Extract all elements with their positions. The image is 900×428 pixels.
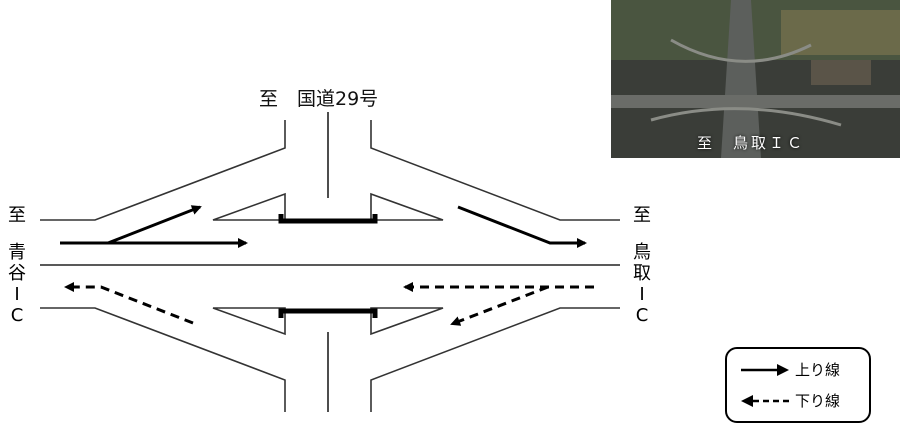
island-se <box>370 307 444 336</box>
legend-up-line-label: 上り線 <box>795 361 841 379</box>
west-to-label: 至 <box>8 205 26 226</box>
island-nw <box>212 192 286 221</box>
main-road-south-edge <box>40 307 286 412</box>
west-char-3: I <box>14 284 20 305</box>
east-char-1: 鳥 <box>633 242 651 263</box>
aerial-photo-drawing <box>611 0 900 158</box>
photo-caption: 至 鳥取ＩＣ <box>697 134 806 152</box>
north-destination-label: 至 国道29号 <box>259 88 379 110</box>
west-destination-label: 青 谷 I C <box>6 242 28 326</box>
down-line-west-arrow <box>64 282 194 325</box>
bridge-north <box>278 214 378 224</box>
island-ne <box>370 192 444 221</box>
solid-arrow-icon <box>741 364 789 376</box>
legend-up-line: 上り線 <box>739 359 865 381</box>
dashed-arrow-icon <box>741 395 789 407</box>
island-sw <box>212 307 286 336</box>
main-road-north-edge <box>40 120 286 221</box>
up-line-ramp-arrow <box>107 205 202 245</box>
down-line-ramp-arrow <box>450 285 549 326</box>
bridge-south <box>278 308 378 318</box>
legend: 上り線 下り線 <box>725 347 871 423</box>
east-to-label: 至 <box>633 205 651 226</box>
east-destination-label: 鳥 取 I C <box>631 242 653 326</box>
east-char-3: I <box>639 284 645 305</box>
legend-down-line-label: 下り線 <box>795 392 841 410</box>
west-char-2: 谷 <box>8 263 26 284</box>
up-line-east-arrow <box>457 205 587 248</box>
east-char-4: C <box>635 305 649 326</box>
west-char-1: 青 <box>8 242 26 263</box>
legend-down-line: 下り線 <box>739 390 865 412</box>
aerial-photo: 至 鳥取ＩＣ <box>611 0 900 158</box>
east-char-2: 取 <box>633 263 651 284</box>
west-char-4: C <box>10 305 24 326</box>
